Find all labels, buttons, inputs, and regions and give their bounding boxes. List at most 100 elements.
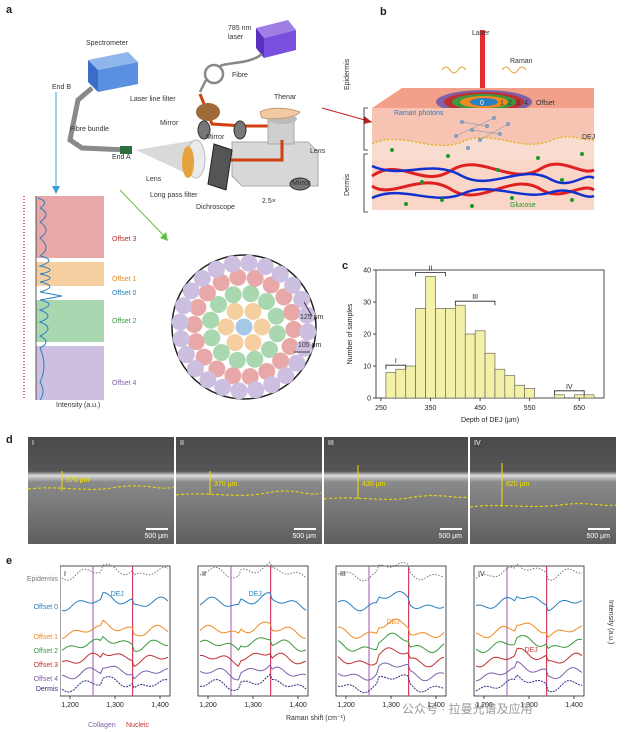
oct-depth-II: 370 μm xyxy=(214,481,238,488)
fibre-ring4-15 xyxy=(223,255,241,273)
spectrum-I-row-3 xyxy=(61,635,169,652)
spectra-frame-I xyxy=(60,565,171,697)
fibre-ring4-8 xyxy=(177,346,195,364)
spectrum-strip: Offset 3 Offset 1 Offset 0 Offset 2 Offs… xyxy=(16,196,136,418)
fibre-ring2-10 xyxy=(258,293,276,311)
row-label-offset-2: Offset 2 xyxy=(33,648,58,655)
fibre-ring4-13 xyxy=(193,269,211,287)
strip-band-offset-1 xyxy=(36,262,104,286)
fibre-ring3-16 xyxy=(283,303,301,321)
group-bracket-III xyxy=(454,300,496,306)
spectrum-IV-row-3 xyxy=(475,635,583,654)
oct-id-I: I xyxy=(32,440,34,447)
spectra-id-IV: IV xyxy=(478,571,485,578)
fibre-ring2-4 xyxy=(212,343,230,361)
fibre-ring1-5 xyxy=(244,302,262,320)
fibre-ring3-6 xyxy=(195,348,213,366)
y-tick-label-10: 10 xyxy=(363,364,371,371)
spectrum-IV-row-2 xyxy=(475,622,583,639)
dej-label: DEJ xyxy=(582,134,596,141)
fibre-center xyxy=(235,318,253,336)
fibre-ring4-16 xyxy=(240,254,258,272)
row-label-dermis: Dermis xyxy=(35,686,58,693)
fibre-ring2-1 xyxy=(260,341,278,359)
spectrum-I-row-2 xyxy=(61,619,169,640)
oct-scalebar-I: 500 μm xyxy=(144,533,169,540)
row-label-epidermis: Epidermis xyxy=(26,576,58,583)
spectra-xtick-label-I-2: 1,400 xyxy=(151,702,169,709)
fibre-ring3-12 xyxy=(229,268,247,286)
fibre-ring2-9 xyxy=(242,285,260,303)
mirror-label-2: Mirror xyxy=(206,134,225,141)
fibre-ring4-21 xyxy=(298,306,316,324)
skin-offset-num-4: 4 xyxy=(524,100,528,107)
spectrum-III-row-5 xyxy=(337,662,445,682)
x-tick-label-350: 350 xyxy=(425,405,437,412)
spectra-frame-III xyxy=(335,565,447,697)
group-label-I: I xyxy=(395,358,397,365)
spectra-row-labels: Epidermis Offset 0 Offset 1 Offset 2 Off… xyxy=(0,562,60,693)
fibre-ring4-0 xyxy=(288,354,306,372)
fibre-ring3-10 xyxy=(198,284,216,302)
group-label-IV: IV xyxy=(566,384,573,391)
fibre-ring3-8 xyxy=(185,315,203,333)
raman-photons-label: Raman photons xyxy=(394,110,444,117)
dej-marker-III: DEJ xyxy=(387,619,400,626)
row-label-offset-0: Offset 0 xyxy=(33,604,58,611)
histogram-bar-310 xyxy=(405,365,416,399)
strip-label-offset-4: Offset 4 xyxy=(112,380,137,387)
fibre-ring4-22 xyxy=(299,323,317,341)
group-bracket-I xyxy=(385,364,407,370)
fibre-label: Fibre xyxy=(232,72,248,79)
spectrum-IV-row-4 xyxy=(475,647,583,668)
spectra-xtick-label-I-0: 1,200 xyxy=(61,702,79,709)
fibre-ring4-19 xyxy=(284,276,302,294)
spectrum-III-row-6 xyxy=(338,674,445,694)
spectra-xtick-label-IV-1: 1,300 xyxy=(520,702,538,709)
histogram-bar-670 xyxy=(583,394,595,399)
epidermis-label: Epidermis xyxy=(344,58,351,90)
group-bracket-II xyxy=(415,272,446,277)
spectrum-II-row-0 xyxy=(199,561,307,579)
spectrum-III-row-0 xyxy=(337,561,445,582)
skin-raman-label: Raman xyxy=(510,58,533,65)
fibre-ring2-3 xyxy=(228,351,246,369)
spectra-xtick-label-III-0: 1,200 xyxy=(337,702,355,709)
fibre-ring2-6 xyxy=(202,311,220,329)
lens-label-left: Lens xyxy=(146,176,162,183)
spectrum-II-row-2 xyxy=(199,621,307,639)
histogram-bar-550 xyxy=(524,388,535,399)
y-tick-label-20: 20 xyxy=(363,332,371,339)
histogram-bar-490 xyxy=(494,368,506,399)
spectra-xtick-label-I-1: 1,300 xyxy=(106,702,124,709)
fibre-ring1-0 xyxy=(253,318,271,336)
histogram-bar-450 xyxy=(474,330,486,399)
group-label-III: III xyxy=(472,294,478,301)
x-tick-label-450: 450 xyxy=(474,405,486,412)
fibre-ring1-1 xyxy=(244,334,262,352)
y-tick-label-0: 0 xyxy=(367,396,371,403)
magnification-label: 2.5× xyxy=(262,198,276,205)
spectrum-IV-row-1 xyxy=(475,595,583,612)
fibre-ring4-11 xyxy=(175,297,193,315)
histogram-ylabel: Number of samples xyxy=(347,303,354,364)
histogram-bar-370 xyxy=(435,308,446,399)
histogram-bar-610 xyxy=(554,394,565,399)
spectrum-I-row-6 xyxy=(61,676,169,693)
fibre-ring4-4 xyxy=(230,382,248,400)
spectrometer-label: Spectrometer xyxy=(86,40,129,47)
histogram-bar-390 xyxy=(445,308,456,399)
spectra-xtick-label-II-1: 1,300 xyxy=(244,702,262,709)
fibre-ring2-0 xyxy=(268,325,286,343)
oct-scalebar-IV: 500 μm xyxy=(586,533,611,540)
fibre-ring4-7 xyxy=(186,360,204,378)
oct-id-II: II xyxy=(180,440,184,447)
histogram-xlabel: Depth of DEJ (μm) xyxy=(461,417,519,424)
fibre-ring2-7 xyxy=(210,295,228,313)
strip-band-offset-4 xyxy=(36,346,104,400)
spectra-xtick-label-IV-0: 1,200 xyxy=(475,702,493,709)
fibre-bundle-cross-section xyxy=(171,254,317,400)
histogram-bar-410 xyxy=(455,304,466,399)
histogram-bar-650 xyxy=(573,394,585,399)
